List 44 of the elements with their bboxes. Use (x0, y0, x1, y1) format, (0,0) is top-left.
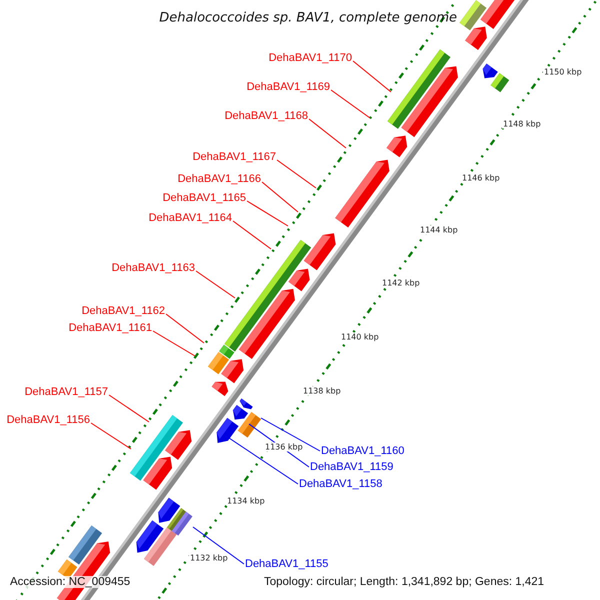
scale-label: 1148 kbp (502, 120, 542, 128)
leader-line (152, 330, 196, 356)
scale-label: 1146 kbp (461, 174, 501, 182)
gene-label: DehaBAV1_1165 (162, 192, 246, 204)
accession-text: Accession: NC_009455 (9, 576, 132, 588)
gene-label: DehaBAV1_1168 (224, 110, 308, 122)
title: Dehalococcoides sp. BAV1, complete genome (159, 10, 457, 26)
leader-line (352, 60, 392, 92)
gene-label: DehaBAV1_1158 (299, 478, 382, 490)
scale-label: 1150 kbp (543, 68, 583, 76)
gene-label: DehaBAV1_1156 (6, 414, 90, 426)
scale-label: 1144 kbp (419, 226, 459, 234)
leader-line (330, 90, 370, 118)
gene-label: DehaBAV1_1160 (321, 445, 404, 457)
gene-label: DehaBAV1_1155 (245, 558, 328, 570)
gene-label: DehaBAV1_1170 (268, 52, 352, 64)
gene-label: DehaBAV1_1166 (178, 173, 261, 185)
leader-line (192, 526, 244, 564)
scale-label: 1132 kbp (189, 554, 229, 562)
gene-label: DehaBAV1_1161 (68, 322, 152, 334)
leader-line (246, 200, 288, 226)
scale-label: 1134 kbp (226, 496, 266, 506)
gene-label: DehaBAV1_1163 (112, 262, 195, 274)
leader-line (228, 438, 298, 484)
gene-label: DehaBAV1_1159 (310, 461, 394, 473)
leader-line (90, 422, 132, 450)
leader-line (232, 220, 272, 250)
leader-line (108, 394, 150, 422)
gene-label: DehaBAV1_1167 (192, 151, 276, 163)
scale-label: 1136 kbp (264, 442, 304, 452)
gene-label: DehaBAV1_1169 (246, 81, 330, 93)
scale-label: 1138 kbp (302, 386, 342, 396)
leader-line (308, 118, 346, 148)
gene-label: DehaBAV1_1162 (82, 305, 165, 317)
leader-line (276, 160, 316, 188)
leader-line (262, 182, 298, 212)
gene-label: DehaBAV1_1164 (148, 212, 232, 224)
leader-line (260, 418, 320, 452)
gene-label: DehaBAV1_1157 (24, 386, 108, 398)
scale-label: 1142 kbp (381, 278, 421, 288)
leader-line (196, 270, 236, 298)
scale-label: 1140 kbp (340, 332, 380, 342)
leader-line (166, 314, 204, 344)
genome-info-text: Topology: circular; Length: 1,341,892 bp; Genes: 1,421 (263, 576, 546, 588)
